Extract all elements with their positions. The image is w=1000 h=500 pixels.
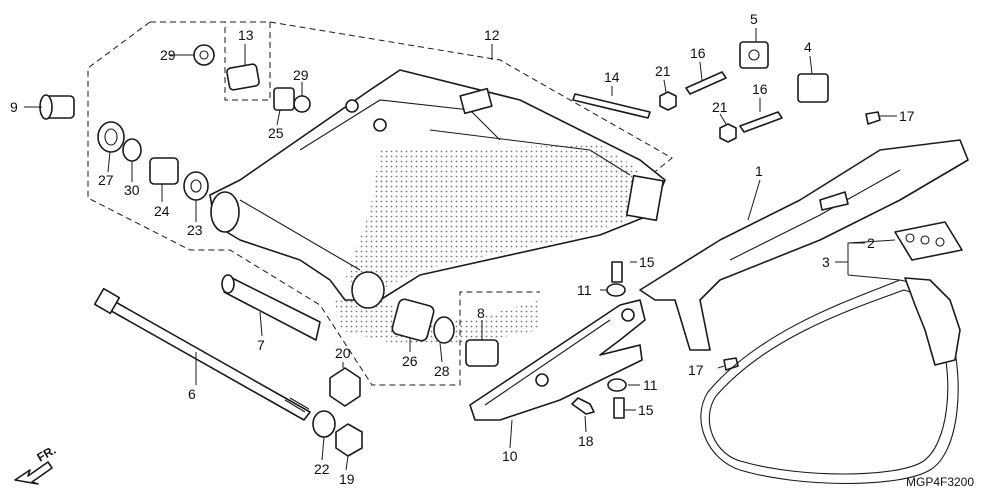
collar-9: [39, 94, 75, 120]
dust-seal-29b: [293, 95, 311, 113]
circlip-30: [122, 138, 142, 162]
callout-21b: 21: [712, 99, 728, 115]
upper-bearing-group-outline: [150, 21, 271, 101]
bolt-16a: [685, 71, 727, 95]
swingarm: [209, 69, 666, 345]
callout-22: 22: [314, 461, 330, 477]
callout-30: 30: [124, 182, 140, 198]
nut-21a: [659, 91, 677, 111]
bolt-15b: [613, 397, 625, 419]
dust-seal-29a: [193, 44, 215, 66]
callout-2: 2: [867, 235, 875, 251]
callout-17b: 17: [688, 362, 704, 378]
washer-22: [312, 410, 336, 438]
chain-joint-2: [894, 221, 963, 261]
bolt-15a: [611, 261, 623, 283]
callout-23: 23: [187, 222, 203, 238]
callout-25: 25: [268, 125, 284, 141]
pin-14: [572, 93, 651, 119]
ball-bearing-23: [183, 171, 209, 201]
needle-bearing-26: [391, 298, 435, 342]
bearing-group-outline: [87, 21, 540, 386]
callout-26: 26: [402, 353, 418, 369]
callout-11b: 11: [643, 377, 658, 393]
callout-6: 6: [188, 386, 196, 402]
pivot-collar-7: [223, 275, 321, 341]
callout-4: 4: [804, 39, 812, 55]
collar-13: [226, 63, 260, 91]
screw-17b: [723, 357, 739, 371]
collar-8: [465, 339, 499, 367]
nut-20: [329, 367, 361, 407]
callout-9: 9: [10, 99, 18, 115]
bolt-18: [571, 397, 595, 415]
callout-1: 1: [755, 163, 763, 179]
callout-19: 19: [339, 471, 355, 487]
callout-7: 7: [257, 337, 265, 353]
front-direction-marker: [14, 461, 53, 485]
drive-chain-3: [700, 277, 961, 484]
needle-bearing-24: [149, 157, 179, 185]
oil-seal-28: [433, 316, 455, 344]
callout-13: 13: [238, 27, 254, 43]
callout-16a: 16: [690, 45, 706, 61]
callout-29b: 29: [293, 67, 309, 83]
drive-chain-cover-1: [639, 139, 969, 351]
oil-seal-27: [97, 121, 125, 153]
diagram-code: MGP4F3200: [906, 475, 974, 489]
callout-14: 14: [604, 69, 620, 85]
screw-17a: [865, 111, 881, 125]
bolt-16b: [739, 111, 783, 133]
callout-3: 3: [822, 254, 830, 270]
washer-11b: [607, 378, 627, 392]
callout-28: 28: [434, 363, 450, 379]
callout-21a: 21: [655, 63, 671, 79]
callout-24: 24: [154, 203, 170, 219]
adjuster-block-4: [797, 73, 829, 103]
callout-16b: 16: [752, 81, 768, 97]
callout-20: 20: [335, 345, 351, 361]
nut-21b: [719, 123, 737, 143]
adjuster-block-5: [739, 41, 769, 69]
callout-11a: 11: [577, 282, 592, 298]
callout-8: 8: [477, 305, 485, 321]
callout-29a: 29: [160, 47, 176, 63]
callout-labels: 9 29 13 29 25 27 30 24 23 12 14 21 16 5 …: [10, 11, 974, 489]
callout-17a: 17: [899, 108, 915, 124]
nut-19: [335, 423, 363, 457]
callout-5: 5: [750, 11, 758, 27]
chain-slider-10: [469, 299, 646, 421]
callout-15b: 15: [638, 402, 654, 418]
bearing-25: [273, 87, 295, 111]
callout-18: 18: [578, 433, 594, 449]
washer-11a: [606, 283, 626, 297]
leader-lines: [24, 28, 901, 471]
callout-15a: 15: [639, 254, 655, 270]
callout-12: 12: [484, 27, 500, 43]
pivot-bolt-6: [93, 287, 311, 421]
front-marker-label: FR.: [35, 443, 59, 465]
callout-27: 27: [98, 172, 114, 188]
callout-10: 10: [502, 448, 518, 464]
